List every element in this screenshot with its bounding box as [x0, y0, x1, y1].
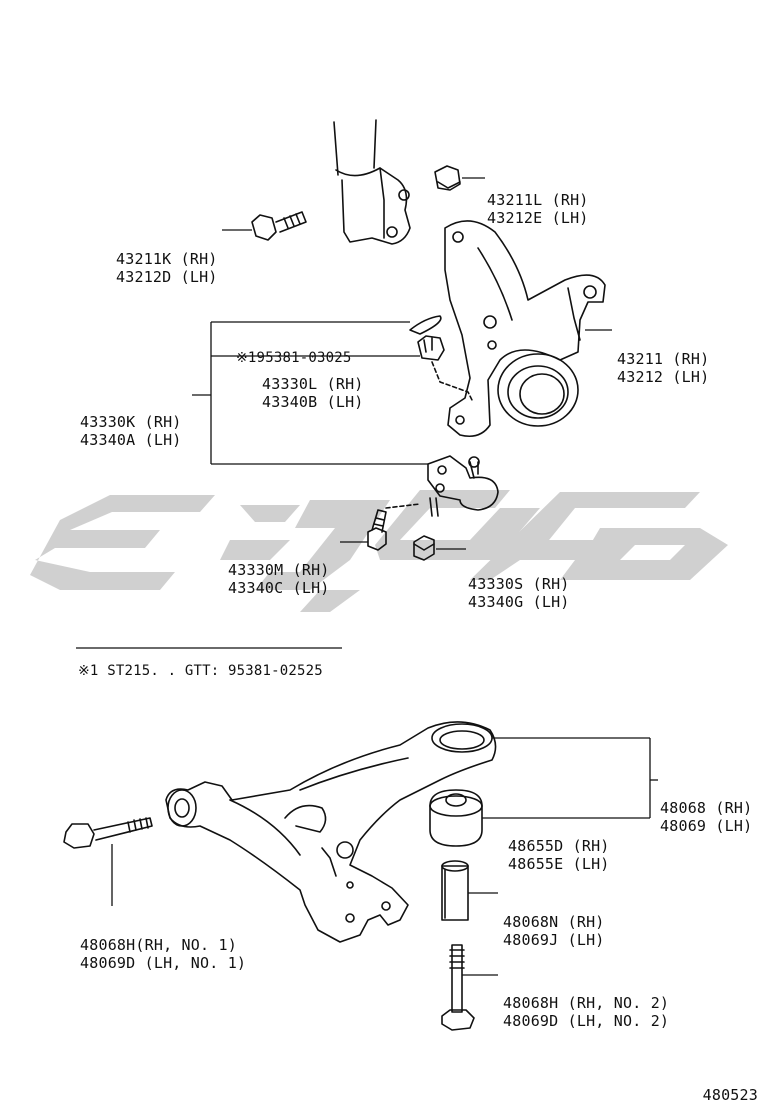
bolt-48068h-no1: [63, 817, 153, 849]
watermark-logo: [30, 490, 728, 612]
flange-nut-43211l: [434, 165, 461, 191]
label-48068h-no2: 48068H (RH, NO. 2)48069D (LH, NO. 2): [503, 994, 670, 1030]
label-43211l: 43211L (RH)43212E (LH): [487, 191, 589, 227]
label-43330s: 43330S (RH)43340G (LH): [468, 575, 570, 611]
label-43211k: 43211K (RH)43212D (LH): [116, 250, 218, 286]
strut-shock-absorber: [333, 119, 411, 245]
label-43330m: 43330M (RH)43340C (LH): [228, 561, 330, 597]
castle-nut-43330l: [417, 335, 473, 401]
steering-knuckle: [444, 220, 606, 438]
bolt-43330m: [367, 509, 387, 551]
bolt-48068h-no2: [441, 944, 475, 1031]
leader-lines: [76, 177, 658, 976]
collar-48068n: [441, 860, 469, 921]
label-48068n: 48068N (RH)48069J (LH): [503, 913, 605, 949]
bolt-43211k: [251, 211, 307, 241]
label-cotter-pin: ※195381-03025: [236, 350, 352, 366]
label-43330l: 43330L (RH)43340B (LH): [262, 375, 364, 411]
cotter-pin: [409, 315, 442, 335]
ball-joint: [385, 455, 499, 517]
figure-number: 480523: [702, 1086, 758, 1104]
label-48068: 48068 (RH)48069 (LH): [660, 799, 753, 835]
label-48068h-no1: 48068H(RH, NO. 1)48069D (LH, NO. 1): [80, 936, 247, 972]
label-43211: 43211 (RH)43212 (LH): [617, 350, 710, 386]
label-43330k: 43330K (RH)43340A (LH): [80, 413, 182, 449]
label-48655d: 48655D (RH)48655E (LH): [508, 837, 610, 873]
nut-43330s: [413, 535, 435, 561]
bushing-48655d: [429, 789, 483, 847]
footnote: ※1 ST215. . GTT: 95381-02525: [78, 663, 323, 679]
